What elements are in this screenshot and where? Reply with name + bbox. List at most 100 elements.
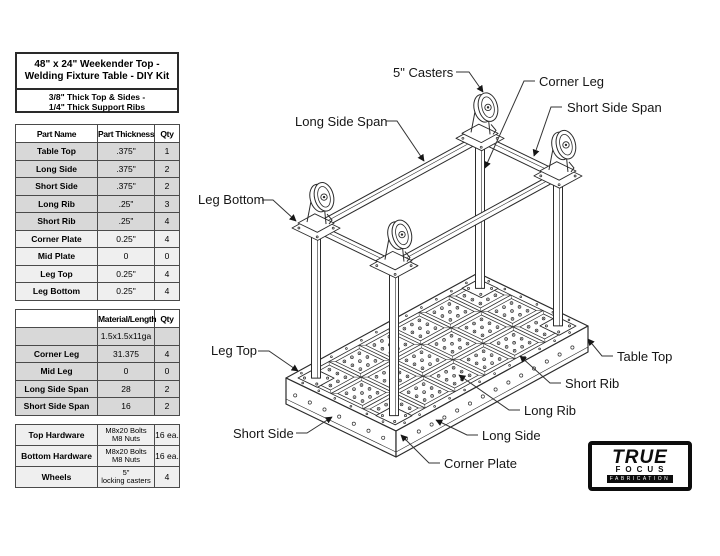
label-table-top: Table Top xyxy=(617,349,672,364)
cell-thickness: .375" xyxy=(97,177,155,196)
header-row: Part Name Part Thickness Qty xyxy=(15,124,180,143)
leader-corner-leg xyxy=(484,80,535,169)
cell-qty: 16 ea. xyxy=(154,424,180,446)
leader-short-rib xyxy=(519,355,561,384)
logo-line-true: TRUE xyxy=(612,446,668,468)
leader-short-side-span xyxy=(532,106,562,157)
table-row: Wheels 5"locking casters 4 xyxy=(15,466,180,488)
cell-value: 1.5x1.5x11ga xyxy=(97,327,155,346)
label-corner-plate: Corner Plate xyxy=(444,456,517,471)
value-line-1: 5" xyxy=(122,467,130,477)
label-long-side-span: Long Side Span xyxy=(295,114,388,129)
title-line-2: Welding Fixture Table - DIY Kit xyxy=(24,71,170,82)
table-row: Short Rib.25"4 xyxy=(15,212,180,231)
cell-qty: 2 xyxy=(154,177,180,196)
col-header-part-name: Part Name xyxy=(15,124,98,143)
label-long-side: Long Side xyxy=(482,428,541,443)
leader-casters xyxy=(456,71,484,93)
table-row: Long Side.375"2 xyxy=(15,159,180,178)
cell-qty: 3 xyxy=(154,194,180,213)
label-short-rib: Short Rib xyxy=(565,376,619,391)
cell-name: Leg Top xyxy=(15,264,98,283)
col-header-material-length: Material/Length xyxy=(97,309,157,328)
label-short-side-span: Short Side Span xyxy=(567,100,662,115)
leader-leg-bottom xyxy=(262,199,297,222)
table-row: Table Top.375"1 xyxy=(15,142,180,161)
leader-long-side-span xyxy=(386,120,425,162)
cell-value: 31.375 xyxy=(97,344,155,363)
cell-value: 28 xyxy=(97,379,155,398)
value-line-1: M8x20 Bolts xyxy=(105,425,147,435)
cell-name: Top Hardware xyxy=(15,424,98,446)
cell-thickness: .375" xyxy=(97,159,155,178)
cell-name: Corner Plate xyxy=(15,229,98,248)
logo-line-focus: FOCUS xyxy=(615,464,669,474)
cell-qty: 4 xyxy=(154,344,180,363)
cell-name: Leg Bottom xyxy=(15,282,98,301)
cell-qty: 4 xyxy=(154,282,180,301)
leader-leg-top xyxy=(258,350,299,372)
cell-name: Long Rib xyxy=(15,194,98,213)
value-line-2: M8 Nuts xyxy=(112,455,140,464)
cell-qty: 1 xyxy=(154,142,180,161)
cell-thickness: 0 xyxy=(97,247,155,266)
cell-qty: 2 xyxy=(154,159,180,178)
cell-thickness: .25" xyxy=(97,194,155,213)
title-box: 48" x 24" Weekender Top - Welding Fixtur… xyxy=(15,52,179,113)
col-header-part-thickness: Part Thickness xyxy=(97,124,155,143)
label-leg-bottom: Leg Bottom xyxy=(198,192,265,207)
table-row: Short Side.375"2 xyxy=(15,177,180,196)
table-row: Long Rib.25"3 xyxy=(15,194,180,213)
value-line-2: M8 Nuts xyxy=(112,434,140,443)
value-line-1: M8x20 Bolts xyxy=(105,446,147,456)
cell-name: Short Rib xyxy=(15,212,98,231)
parts-table: Part Name Part Thickness Qty Table Top.3… xyxy=(15,124,180,301)
value-line-2: locking casters xyxy=(101,476,151,485)
cell-name: Short Side Span xyxy=(15,397,98,416)
label-short-side: Short Side xyxy=(233,426,294,441)
cell-name: Mid Plate xyxy=(15,247,98,266)
cell-thickness: .25" xyxy=(97,212,155,231)
leader-short-side xyxy=(296,416,333,434)
cell-value: 5"locking casters xyxy=(97,466,155,488)
cell-qty: 4 xyxy=(154,264,180,283)
cell-value: 16 xyxy=(97,397,155,416)
cell-name: Bottom Hardware xyxy=(15,445,98,467)
title-primary: 48" x 24" Weekender Top - Welding Fixtur… xyxy=(17,54,177,90)
leader-long-side xyxy=(435,419,478,436)
label-leg-top: Leg Top xyxy=(211,343,257,358)
cell-qty xyxy=(154,327,180,346)
cell-thickness: .375" xyxy=(97,142,155,161)
cell-qty: 0 xyxy=(154,362,180,381)
title-secondary: 3/8" Thick Top & Sides - 1/4" Thick Supp… xyxy=(17,90,177,113)
leader-corner-plate xyxy=(400,434,440,464)
cell-name: Mid Leg xyxy=(15,362,98,381)
cell-name: Short Side xyxy=(15,177,98,196)
brand-logo: TRUE FOCUS FABRICATION xyxy=(588,441,692,491)
title-line-4: 1/4" Thick Support Ribs xyxy=(48,101,146,112)
cell-value: 0 xyxy=(97,362,155,381)
title-line-1: 48" x 24" Weekender Top - xyxy=(34,59,160,70)
callouts: 5" Casters Corner Leg Short Side Span Lo… xyxy=(198,65,672,471)
header-row: Material/Length Qty xyxy=(15,309,180,328)
material-table: Material/Length Qty 1.5x1.5x11ga Corner … xyxy=(15,309,180,416)
leader-table-top xyxy=(587,338,613,357)
cell-qty: 0 xyxy=(154,247,180,266)
logo-line-fabrication: FABRICATION xyxy=(606,474,674,483)
cell-qty: 4 xyxy=(154,466,180,488)
cell-qty: 2 xyxy=(154,397,180,416)
title-line-3: 3/8" Thick Top & Sides - xyxy=(48,91,146,102)
cell-name: Wheels xyxy=(15,466,98,488)
